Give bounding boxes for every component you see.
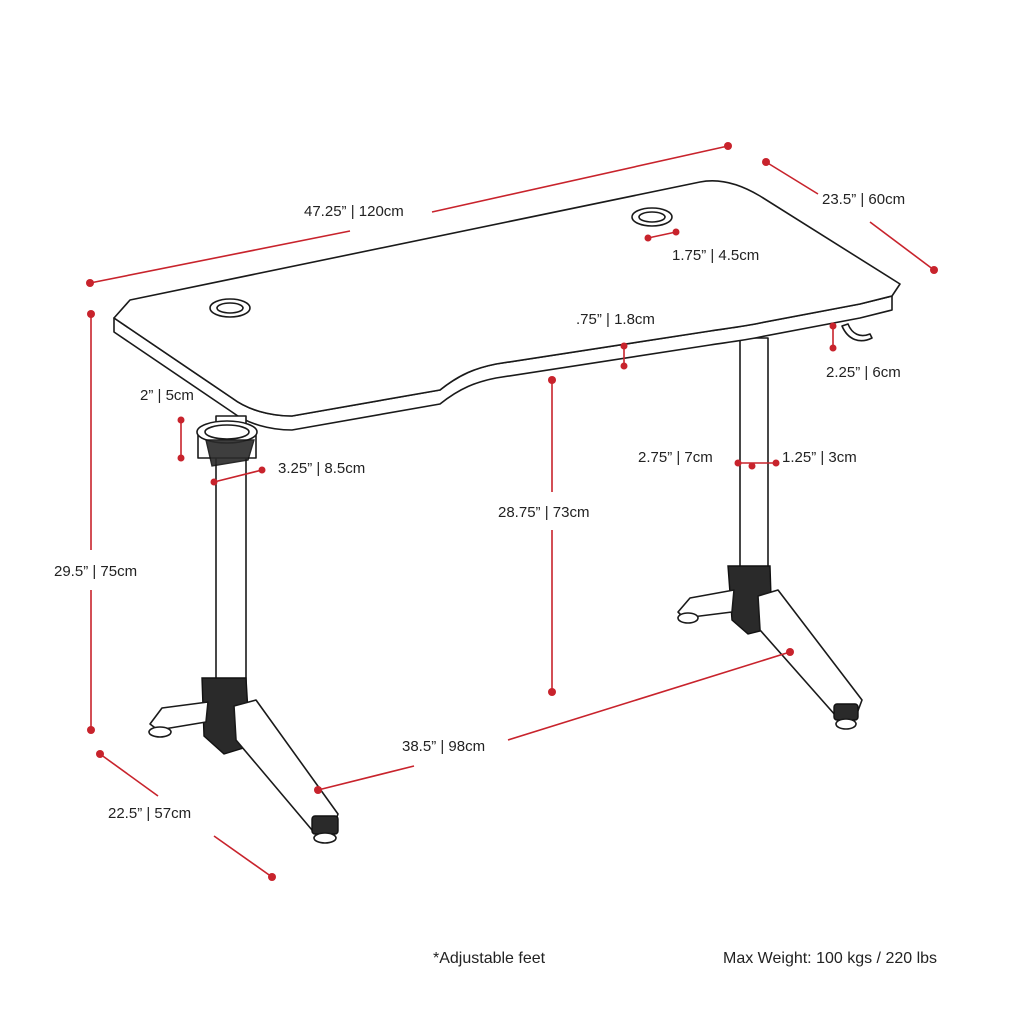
dim-foot-depth: 22.5” | 57cm xyxy=(96,750,276,881)
label-top-thickness: .75” | 1.8cm xyxy=(576,311,655,328)
dim-leg-span: 38.5” | 98cm xyxy=(314,648,794,794)
label-hook: 2.25” | 6cm xyxy=(826,364,901,381)
label-cup-height: 2” | 5cm xyxy=(140,387,194,404)
dim-leg-size: 2.75” | 7cm 1.25” | 3cm xyxy=(638,449,857,470)
dim-depth: 23.5” | 60cm xyxy=(762,158,938,274)
dim-hook: 2.25” | 6cm xyxy=(826,322,901,381)
label-grommet: 1.75” | 4.5cm xyxy=(672,247,759,264)
left-leg xyxy=(148,415,339,844)
cup-holder xyxy=(196,420,258,467)
dim-width: 47.25” | 120cm xyxy=(86,142,732,287)
label-cup-diameter: 3.25” | 8.5cm xyxy=(278,460,365,477)
desk-top xyxy=(113,179,901,417)
dimension-lines: 47.25” | 120cm 23.5” | 60cm 1.75” | 4.5c… xyxy=(54,142,938,881)
dim-cup-height: 2” | 5cm xyxy=(140,387,194,462)
label-clearance-height: 28.75” | 73cm xyxy=(498,504,589,521)
label-depth: 23.5” | 60cm xyxy=(822,191,905,208)
headphone-hook xyxy=(841,323,873,342)
label-leg-width: 2.75” | 7cm xyxy=(638,449,713,466)
dim-top-thickness: .75” | 1.8cm xyxy=(576,311,655,370)
right-leg xyxy=(677,337,863,730)
dim-clearance-height: 28.75” | 73cm xyxy=(498,376,589,696)
adjustable-feet-note: *Adjustable feet xyxy=(433,950,546,967)
label-leg-depth: 1.25” | 3cm xyxy=(782,449,857,466)
dim-grommet: 1.75” | 4.5cm xyxy=(644,228,759,264)
dim-total-height: 29.5” | 75cm xyxy=(54,310,137,734)
label-total-height: 29.5” | 75cm xyxy=(54,563,137,580)
label-width: 47.25” | 120cm xyxy=(304,203,404,220)
label-leg-span: 38.5” | 98cm xyxy=(402,738,485,755)
label-foot-depth: 22.5” | 57cm xyxy=(108,805,191,822)
dim-cup-diameter: 3.25” | 8.5cm xyxy=(210,460,365,486)
max-weight-note: Max Weight: 100 kgs / 220 lbs xyxy=(723,950,938,967)
desk-drawing xyxy=(113,179,901,844)
